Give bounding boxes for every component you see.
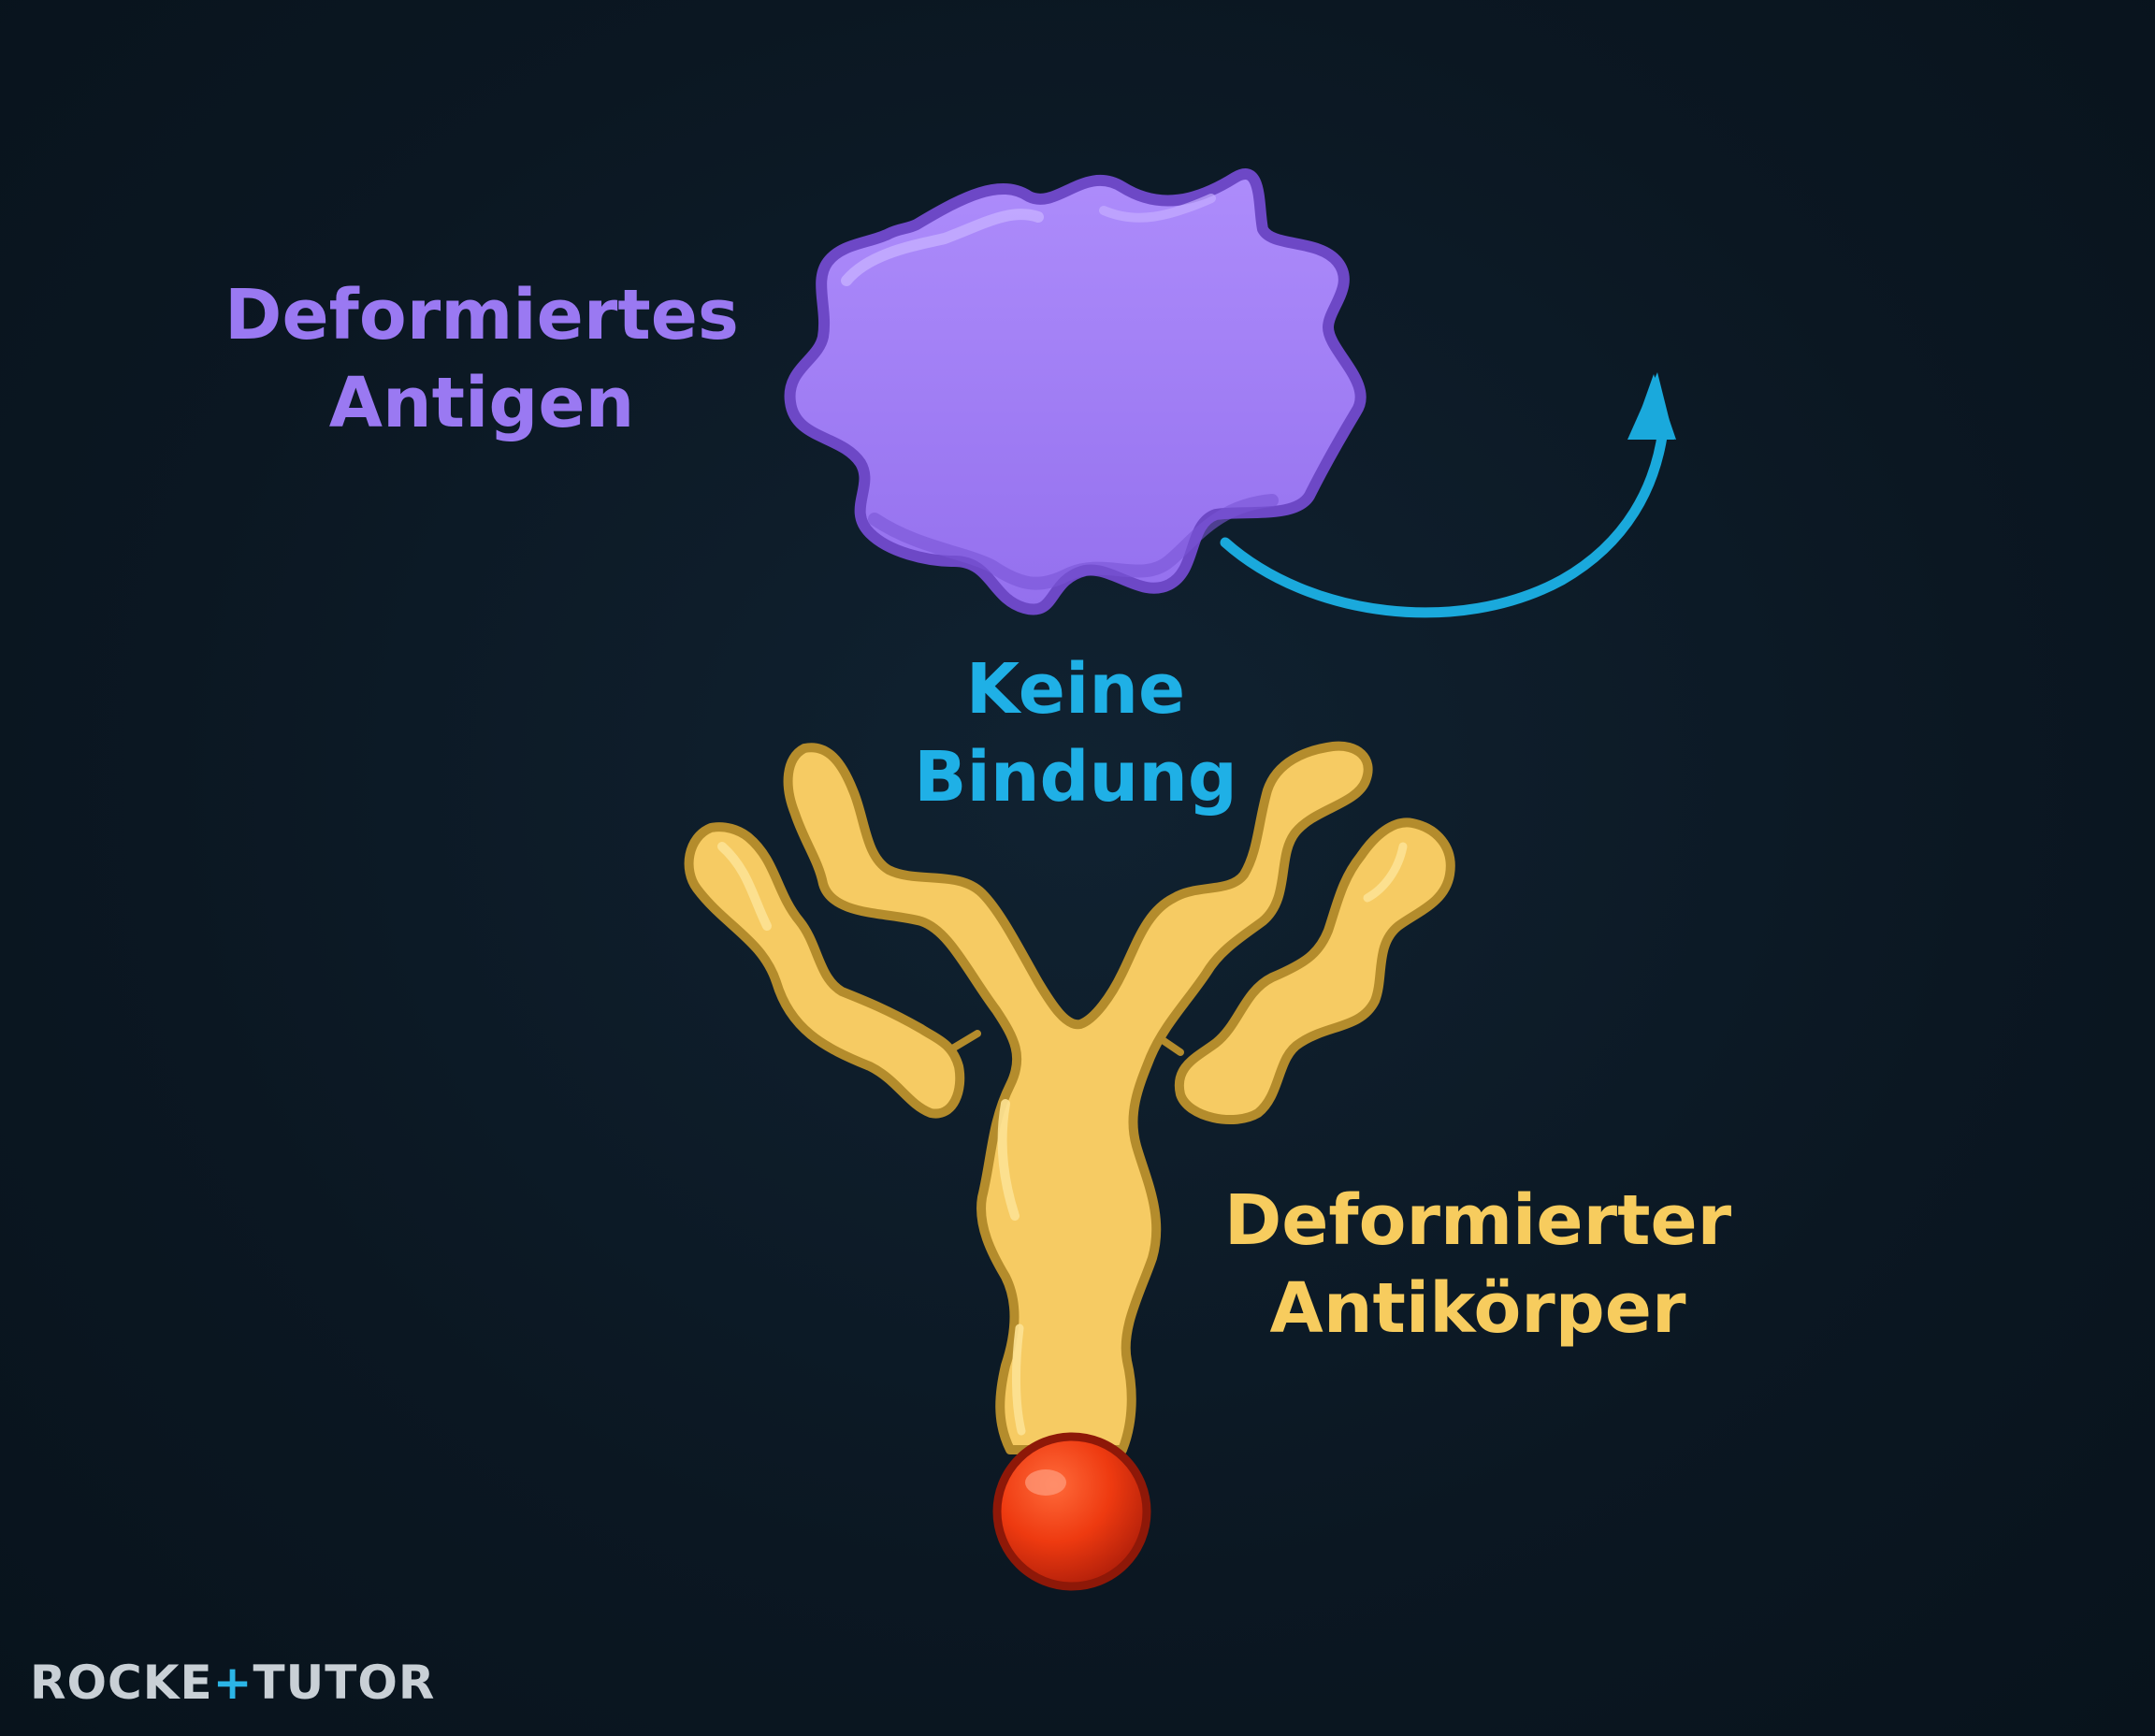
logo-part-2: TUTOR [253, 1656, 436, 1710]
antibody-label: Deformierter Antikörper [1188, 1177, 1768, 1353]
antigen-label: Deformiertes Antigen [187, 271, 776, 447]
logo-plus-icon: + [212, 1656, 253, 1710]
no-binding-label: Keine Bindung [842, 645, 1309, 821]
antibody-label-line1: Deformierter [1223, 1180, 1732, 1261]
antigen-label-line2: Antigen [328, 363, 635, 443]
logo-part-1: ROCKE [30, 1656, 213, 1710]
antibody-tail-ball [992, 1432, 1151, 1591]
antibody-highlights [717, 842, 1408, 1436]
deflection-arrow [1220, 372, 1676, 618]
deformed-antigen-shape [784, 168, 1367, 615]
no-binding-label-line2: Bindung [914, 737, 1237, 817]
no-binding-label-line1: Keine [965, 649, 1186, 730]
antigen-label-line1: Deformiertes [224, 275, 739, 355]
rocket-tutor-logo: ROCKE+TUTOR [30, 1654, 435, 1712]
antibody-label-line2: Antikörper [1269, 1268, 1686, 1349]
